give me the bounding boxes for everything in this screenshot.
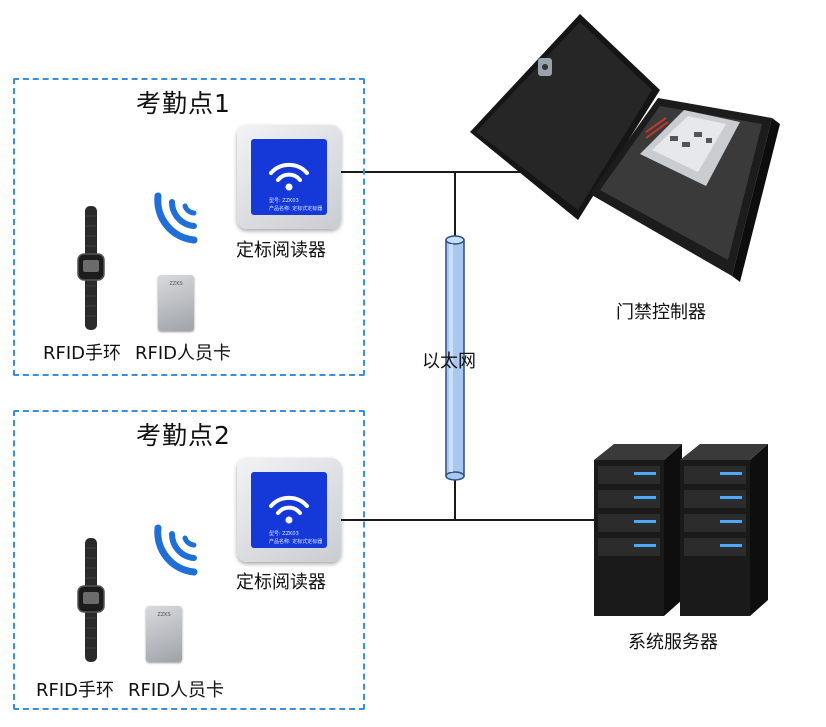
server-icon <box>594 444 768 616</box>
reader-1-label: 定标阅读器 <box>236 240 326 261</box>
access-controller-icon <box>470 14 780 282</box>
wristband-1-label: RFID手环 <box>43 343 122 364</box>
card-2-label: RFID人员卡 <box>128 680 225 701</box>
rfid-card-icon: ZZKS <box>146 606 182 662</box>
access-controller-label: 门禁控制器 <box>616 302 706 323</box>
attendance-zone-1 <box>13 78 365 376</box>
wristband-icon <box>77 206 105 330</box>
attendance-zone-2 <box>13 410 365 710</box>
wifi-icon <box>269 162 309 191</box>
rfid-card-icon: ZZKS <box>158 275 194 331</box>
card-1-label: RFID人员卡 <box>135 343 232 364</box>
reader-spec-line2: 产品名称: 定标式定标器 <box>269 539 323 545</box>
rfid-signal-icon <box>154 192 198 244</box>
wristband-2-label: RFID手环 <box>36 680 115 701</box>
zone-1-title: 考勤点1 <box>136 89 231 118</box>
fixed-reader-2: 型号: ZZK03 产品名称: 定标式定标器 <box>237 458 341 562</box>
reader-spec-line1: 型号: ZZK03 <box>269 531 299 537</box>
ethernet-pipe <box>445 235 465 481</box>
zone-2-title: 考勤点2 <box>136 421 231 450</box>
reader-spec-line2: 产品名称: 定标式定标器 <box>269 206 323 212</box>
reader-2-label: 定标阅读器 <box>236 572 326 593</box>
reader-spec-line1: 型号: ZZK03 <box>269 198 299 204</box>
network-label: 以太网 <box>422 351 476 372</box>
rfid-signal-icon <box>154 524 198 576</box>
fixed-reader-1: 型号: ZZK03 产品名称: 定标式定标器 <box>237 125 341 229</box>
server-label: 系统服务器 <box>628 632 718 653</box>
wristband-icon <box>77 538 105 662</box>
wifi-icon <box>269 495 309 524</box>
